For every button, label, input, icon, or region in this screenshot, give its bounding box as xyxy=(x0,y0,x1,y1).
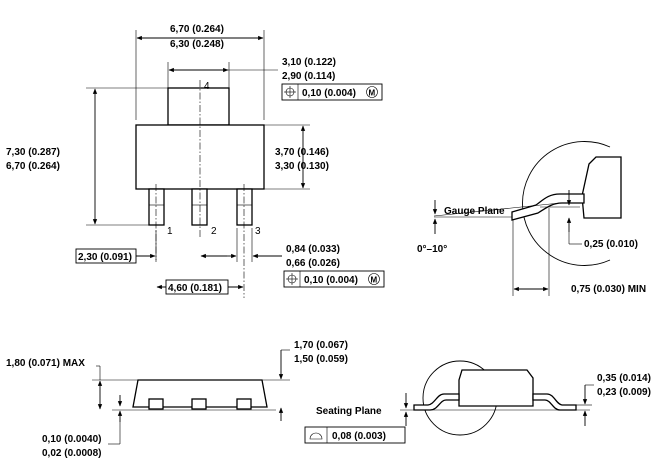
mmc-modifier-icon: M xyxy=(366,86,378,98)
detail-body xyxy=(581,156,622,219)
width-max-label: 6,70 (0.264) xyxy=(170,24,224,35)
pin-span-box xyxy=(165,279,229,295)
pin-pitch-label: 2,30 (0.091) xyxy=(78,252,132,263)
lead-position-tolerance-frame: 0,10 (0.004) M xyxy=(283,270,385,288)
tab-width-min-label: 2,90 (0.114) xyxy=(282,71,335,82)
gauge-plane-label: Gauge Plane xyxy=(444,206,505,217)
lead-thickness-min-label: 0,23 (0.009) xyxy=(597,387,651,398)
foot-length-label: 0,75 (0.030) MIN xyxy=(571,284,646,295)
body-height-min-label: 3,30 (0.130) xyxy=(275,161,329,172)
pin-2-label: 2 xyxy=(211,226,217,237)
lead-thickness-max-label: 0,35 (0.014) xyxy=(597,373,651,384)
pin-3-label: 3 xyxy=(255,226,261,237)
standoff-max-label: 0,10 (0.0040) xyxy=(42,434,102,445)
side-lead xyxy=(191,398,207,410)
mmc-modifier-icon: M xyxy=(368,273,380,285)
seating-plane-label: Seating Plane xyxy=(316,406,382,417)
end-lead-right xyxy=(532,393,577,411)
width-min-label: 6,30 (0.248) xyxy=(170,39,224,50)
lead-pin-3 xyxy=(236,188,253,226)
side-lead xyxy=(236,398,252,410)
standoff-min-label: 0,02 (0.0008) xyxy=(42,448,102,459)
tab-tolerance-value: 0,10 (0.004) xyxy=(302,88,356,99)
coplanarity-frame: 0,08 (0.003) xyxy=(304,426,406,444)
flatness-symbol-icon xyxy=(309,432,323,440)
svg-text:M: M xyxy=(369,89,376,98)
height-min-label: 6,70 (0.264) xyxy=(6,161,60,172)
side-view: 1,80 (0.071) MAX 0,10 (0.0040) 0,02 (0.0… xyxy=(6,340,348,459)
gauge-height-label: 0,25 (0.010) xyxy=(584,239,638,250)
tab-width-max-label: 3,10 (0.122) xyxy=(282,57,336,68)
end-lead-left xyxy=(413,393,460,411)
lead-detail-view: Gauge Plane 0°–10° 0,25 (0.010) 0,75 (0.… xyxy=(417,141,646,296)
position-tolerance-icon xyxy=(284,86,296,98)
lead-width-max-label: 0,84 (0.033) xyxy=(286,244,340,255)
lead-pin-1 xyxy=(148,188,165,226)
coplanarity-value: 0,08 (0.003) xyxy=(332,431,386,442)
pin-1-label: 1 xyxy=(167,226,173,237)
pin-span-label: 4,60 (0.181) xyxy=(168,283,222,294)
top-view: 1 2 3 4 6,70 (0.264) 6,30 (0.248) 3,10 (… xyxy=(6,24,385,298)
side-body xyxy=(132,379,268,408)
end-body xyxy=(458,369,534,407)
tab-pin-4 xyxy=(167,87,230,126)
side-lead xyxy=(148,398,164,410)
svg-text:M: M xyxy=(371,276,378,285)
lead-tolerance-value: 0,10 (0.004) xyxy=(304,275,358,286)
position-tolerance-icon xyxy=(286,273,298,285)
end-view: Seating Plane 0,08 (0.003) 0,35 (0.014) … xyxy=(304,360,651,444)
body-thickness-min-label: 1,50 (0.059) xyxy=(294,354,348,365)
height-max-label: 7,30 (0.287) xyxy=(6,147,60,158)
lead-pin-2 xyxy=(191,188,208,226)
lead-width-min-label: 0,66 (0.026) xyxy=(286,258,340,269)
gauge-plane-line xyxy=(433,202,561,217)
angle-label: 0°–10° xyxy=(417,244,447,255)
body-thickness-max-label: 1,70 (0.067) xyxy=(294,340,348,351)
detail-circle xyxy=(522,141,611,266)
height-max-label: 1,80 (0.071) MAX xyxy=(6,358,85,369)
tab-position-tolerance-frame: 0,10 (0.004) M xyxy=(281,83,383,101)
pin-pitch-box xyxy=(75,248,137,264)
body-height-max-label: 3,70 (0.146) xyxy=(275,147,329,158)
pin-4-label: 4 xyxy=(204,81,210,92)
